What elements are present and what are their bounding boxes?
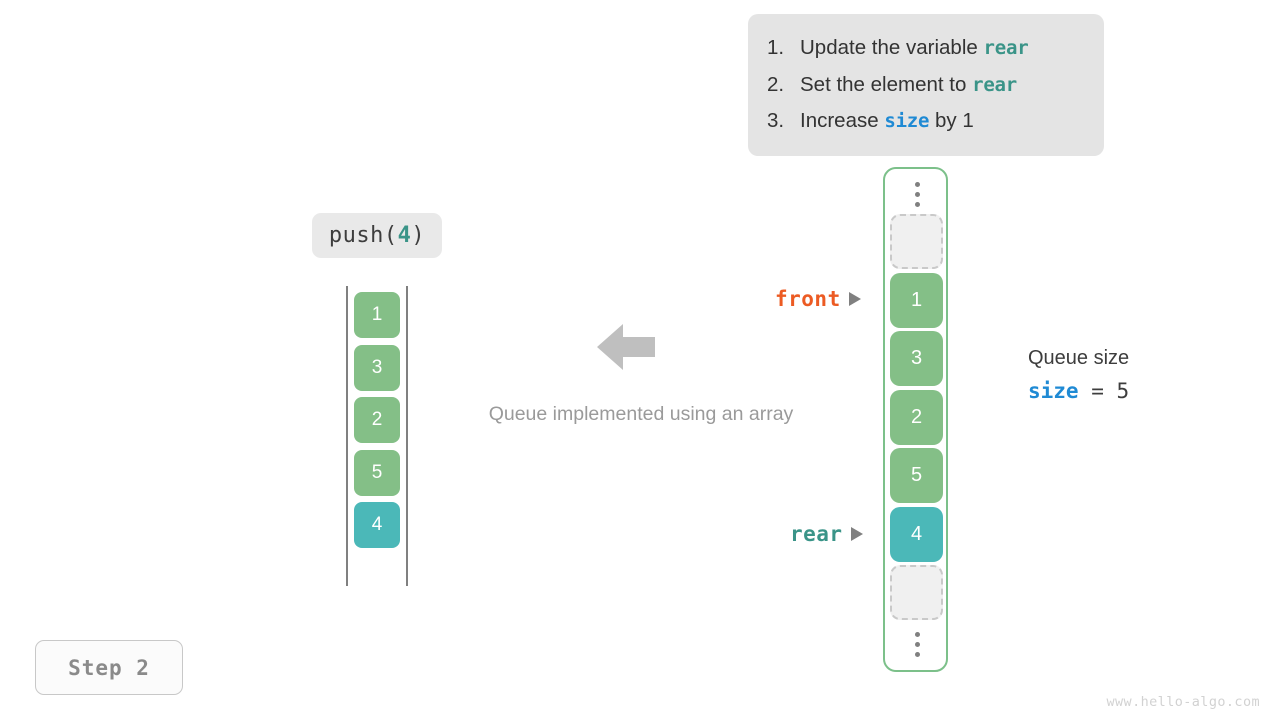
instruction-text-1-pre: Update the variable <box>800 36 984 59</box>
logical-queue-cell: 3 <box>354 344 400 391</box>
array-slot-empty <box>890 565 943 620</box>
queue-rail-left <box>346 286 348 586</box>
instruction-card: 1. Update the variable rear 2. Set the ele… <box>748 14 1104 156</box>
size-readout-title: Queue size <box>1028 347 1130 369</box>
watermark: www.hello-algo.com <box>1106 694 1260 710</box>
array-slot: 3 <box>890 331 943 386</box>
array-slot: 4 <box>890 506 943 562</box>
array-slot: 1 <box>890 272 943 328</box>
logical-queue-cell: 5 <box>354 449 400 496</box>
front-pointer-label: front <box>775 287 841 311</box>
array-slot: 2 <box>890 389 943 445</box>
operation-close-paren: ) <box>411 223 426 248</box>
logical-queue-cell: 4 <box>354 502 400 548</box>
instruction-item-1: 1. Update the variable rear <box>767 30 1086 67</box>
arrow-right-icon <box>848 292 861 306</box>
logical-queue-cell: 2 <box>354 397 400 443</box>
step-badge: Step 2 <box>35 640 183 695</box>
operation-label: push(4) <box>312 213 442 258</box>
instruction-number-3: 3. <box>767 109 785 132</box>
array-slot: 5 <box>890 448 943 503</box>
instruction-number-2: 2. <box>767 72 785 96</box>
instruction-text-3-post: by 1 <box>929 109 974 132</box>
instruction-text-2-pre: Set the element to <box>800 72 973 96</box>
logical-queue-cell: 1 <box>354 292 400 338</box>
keyword-rear: rear <box>983 37 1029 59</box>
keyword-rear: rear <box>972 73 1018 96</box>
operation-name: push( <box>328 223 398 248</box>
instruction-number-1: 1. <box>767 36 785 59</box>
diagram-caption: Queue implemented using an array <box>488 403 794 425</box>
flow-arrow-icon <box>597 322 655 372</box>
queue-rail-right <box>406 286 408 586</box>
instruction-list: 1. Update the variable rear 2. Set the ele… <box>748 30 1104 140</box>
vertical-ellipsis-icon-top <box>885 174 950 214</box>
array-slot-empty <box>890 214 943 269</box>
size-readout-expression: size = 5 <box>1028 372 1129 410</box>
rear-pointer: rear <box>790 522 863 546</box>
instruction-text-3-pre: Increase <box>800 109 885 132</box>
operation-argument: 4 <box>397 223 412 248</box>
size-variable-value: = 5 <box>1078 379 1130 403</box>
logical-queue: 1 3 2 5 4 <box>346 286 408 586</box>
rear-pointer-label: rear <box>790 522 843 546</box>
size-readout: Queue size size = 5 <box>1028 344 1129 410</box>
arrow-right-icon <box>850 527 863 541</box>
front-pointer: front <box>775 287 861 311</box>
keyword-size: size <box>884 110 930 132</box>
instruction-item-2: 2. Set the element to rear <box>767 67 1086 104</box>
size-variable-name: size <box>1028 379 1079 403</box>
instruction-item-3: 3. Increase size by 1 <box>767 103 1086 140</box>
vertical-ellipsis-icon-bottom <box>885 624 950 664</box>
